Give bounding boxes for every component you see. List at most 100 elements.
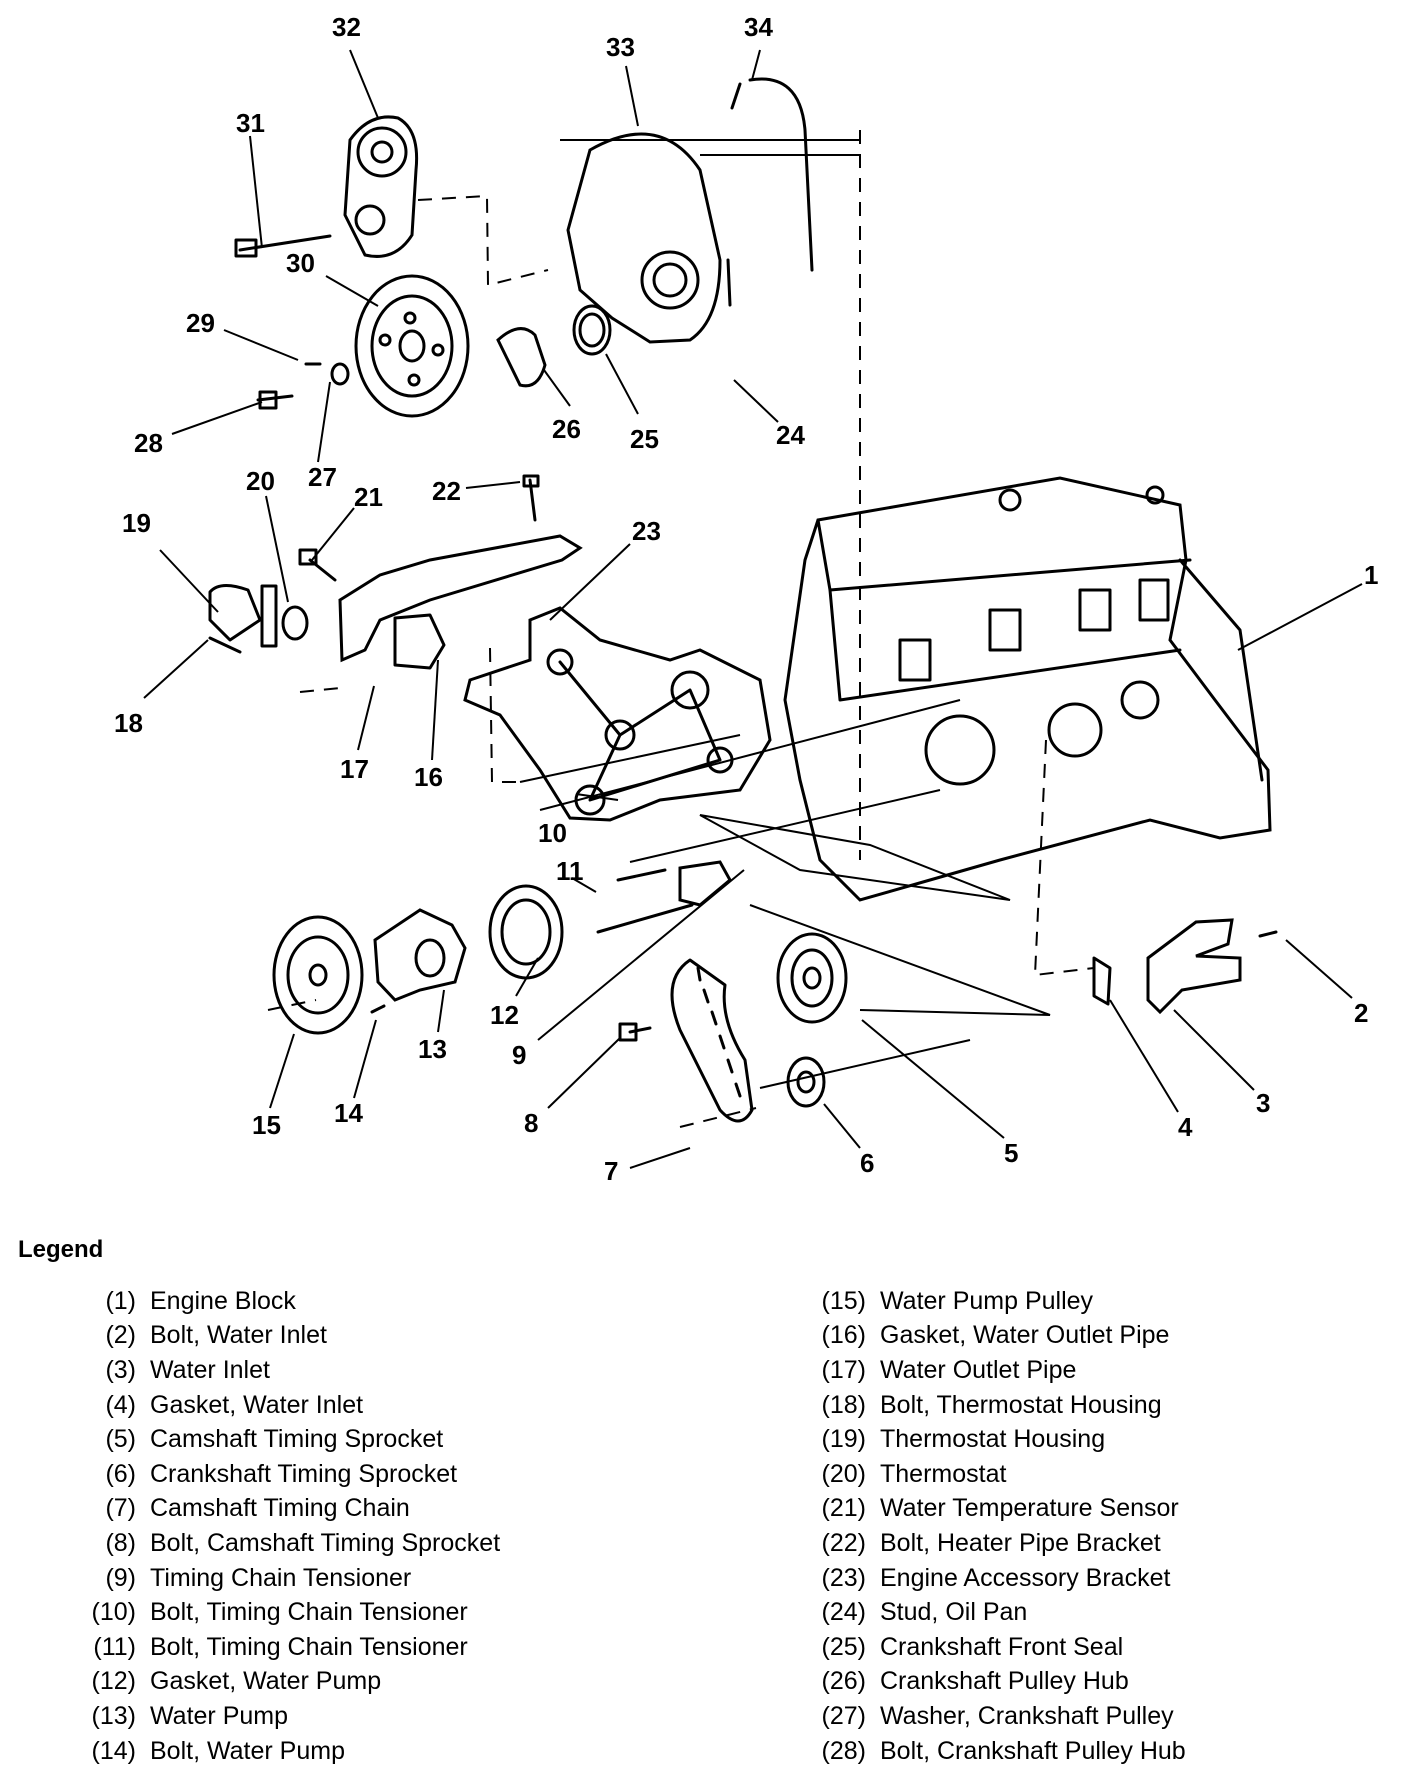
callout-17: 17 <box>340 754 369 784</box>
legend-item: (14) Bolt, Water Pump <box>70 1734 500 1769</box>
legend-item-number: (14) <box>91 1736 136 1765</box>
callout-32: 32 <box>332 12 361 42</box>
engine-accessory-bracket <box>463 606 772 822</box>
alignment-dashed-line <box>1033 739 1095 977</box>
callout-25: 25 <box>630 424 659 454</box>
legend-item: (6)Crankshaft Timing Sprocket <box>70 1457 500 1492</box>
front-cover <box>566 77 814 344</box>
legend-item-number: (20) <box>821 1459 866 1488</box>
callout-19: 19 <box>122 508 151 538</box>
alignment-dashed-line <box>489 647 520 783</box>
callout-26: 26 <box>552 414 581 444</box>
legend-item-number: (1) <box>105 1286 136 1315</box>
legend-item-label: Gasket, Water Inlet <box>150 1390 364 1419</box>
legend-item: (25)Crankshaft Front Seal <box>800 1630 1186 1665</box>
legend-item-number: (2) <box>105 1321 136 1350</box>
legend-item-label: Water Pump <box>150 1701 289 1730</box>
alignment-line <box>519 734 741 783</box>
legend-item-label: Timing Chain Tensioner <box>150 1563 412 1592</box>
callout-34: 34 <box>744 12 773 42</box>
callout-1: 1 <box>1364 560 1378 590</box>
legend-item: (16) Gasket, Water Outlet Pipe <box>800 1319 1186 1354</box>
callout-8: 8 <box>524 1108 538 1138</box>
callout-20: 20 <box>246 466 275 496</box>
legend-item: (13) Water Pump <box>70 1699 500 1734</box>
alignment-line <box>759 1039 971 1089</box>
crankshaft-pulley <box>256 274 612 418</box>
legend-item-label: Bolt, Thermostat Housing <box>880 1390 1162 1419</box>
legend-item-label: Bolt, Timing Chain Tensioner <box>150 1632 468 1661</box>
legend-item: (9) Timing Chain Tensioner <box>70 1561 500 1596</box>
legend-item-number: (9) <box>105 1563 136 1592</box>
legend-column-left: (1)Engine Block (2)Bolt, Water Inlet (3)… <box>70 1284 501 1769</box>
alignment-line <box>539 699 961 811</box>
legend-item: (22)Bolt, Heater Pipe Bracket <box>800 1526 1186 1561</box>
callout-23: 23 <box>632 516 661 546</box>
legend-item-number: (11) <box>93 1632 136 1661</box>
callout-numbers: 1 2 3 4 5 6 7 8 9 10 11 12 13 14 15 16 1… <box>114 12 1378 1186</box>
callout-6: 6 <box>860 1148 874 1178</box>
legend-item-number: (15) <box>821 1286 866 1315</box>
callout-30: 30 <box>286 248 315 278</box>
legend-item-number: (26) <box>821 1667 866 1696</box>
legend-item-number: (5) <box>105 1425 136 1454</box>
water-outlet-pipe <box>208 474 583 670</box>
legend-item-label: Engine Accessory Bracket <box>880 1563 1171 1592</box>
alignment-line <box>629 789 941 863</box>
legend-item-label: Water Outlet Pipe <box>880 1355 1077 1384</box>
legend-item: (8)Bolt, Camshaft Timing Sprocket <box>70 1526 500 1561</box>
alignment-dashed-line <box>679 1107 757 1128</box>
callout-4: 4 <box>1178 1112 1193 1142</box>
legend-item: (19)Thermostat Housing <box>800 1422 1186 1457</box>
belt-tensioner <box>234 115 419 258</box>
alignment-dashed-line <box>267 999 317 1011</box>
legend-item-label: Gasket, Water Outlet Pipe <box>880 1321 1170 1350</box>
callout-2: 2 <box>1354 998 1368 1028</box>
legend-item-number: (4) <box>105 1390 136 1419</box>
callout-9: 9 <box>512 1040 526 1070</box>
callout-33: 33 <box>606 32 635 62</box>
legend-item-number: (23) <box>821 1563 866 1592</box>
legend-item: (17)Water Outlet Pipe <box>800 1353 1186 1388</box>
alignment-dashed-line <box>299 687 341 693</box>
legend-item-label: Water Temperature Sensor <box>880 1494 1179 1523</box>
legend-item-number: (12) <box>91 1667 136 1696</box>
legend-item-number: (21) <box>821 1494 866 1523</box>
callout-22: 22 <box>432 476 461 506</box>
legend-item-number: (25) <box>821 1632 866 1661</box>
timing-components <box>596 860 848 1123</box>
legend-item-number: (8) <box>105 1528 136 1557</box>
legend-item-label: Water Inlet <box>150 1355 270 1384</box>
legend-item-label: Camshaft Timing Sprocket <box>150 1425 444 1454</box>
legend-item-label: Bolt, Water Pump <box>150 1736 345 1765</box>
legend-item: (10) Bolt, Timing Chain Tensioner <box>70 1595 500 1630</box>
legend-item: (18) Bolt, Thermostat Housing <box>800 1388 1186 1423</box>
legend-item-label: Bolt, Timing Chain Tensioner <box>150 1598 468 1627</box>
water-inlet <box>1092 918 1278 1015</box>
legend-item: (23) Engine Accessory Bracket <box>800 1561 1186 1596</box>
legend-item: (26)Crankshaft Pulley Hub <box>800 1665 1186 1700</box>
legend-item-number: (13) <box>91 1701 136 1730</box>
legend-column-right: (15)Water Pump Pulley (16)Gasket, Water … <box>800 1284 1186 1768</box>
legend-item: (24)Stud, Oil Pan <box>800 1595 1186 1630</box>
legend-item: (27)Washer, Crankshaft Pulley <box>800 1699 1186 1734</box>
callout-31: 31 <box>236 108 265 138</box>
legend-item-number: (24) <box>821 1598 866 1627</box>
legend-item-number: (10) <box>91 1598 136 1627</box>
legend-item-number: (6) <box>105 1459 136 1488</box>
callout-3: 3 <box>1256 1088 1270 1118</box>
engine-block <box>783 476 1272 902</box>
callout-7: 7 <box>604 1156 618 1186</box>
legend-item-number: (3) <box>105 1355 136 1384</box>
legend-item-number: (19) <box>821 1425 866 1454</box>
callout-12: 12 <box>490 1000 519 1030</box>
legend-item: (5) Camshaft Timing Sprocket <box>70 1422 500 1457</box>
legend-item-number: (16) <box>821 1321 866 1350</box>
legend-item-number: (18) <box>821 1390 866 1419</box>
callout-5: 5 <box>1004 1138 1018 1168</box>
legend-item-label: Bolt, Crankshaft Pulley Hub <box>880 1736 1186 1765</box>
legend-item-label: Camshaft Timing Chain <box>150 1494 410 1523</box>
alignment-line <box>699 814 1011 901</box>
legend-item-label: Washer, Crankshaft Pulley <box>880 1701 1174 1730</box>
callout-28: 28 <box>134 428 163 458</box>
